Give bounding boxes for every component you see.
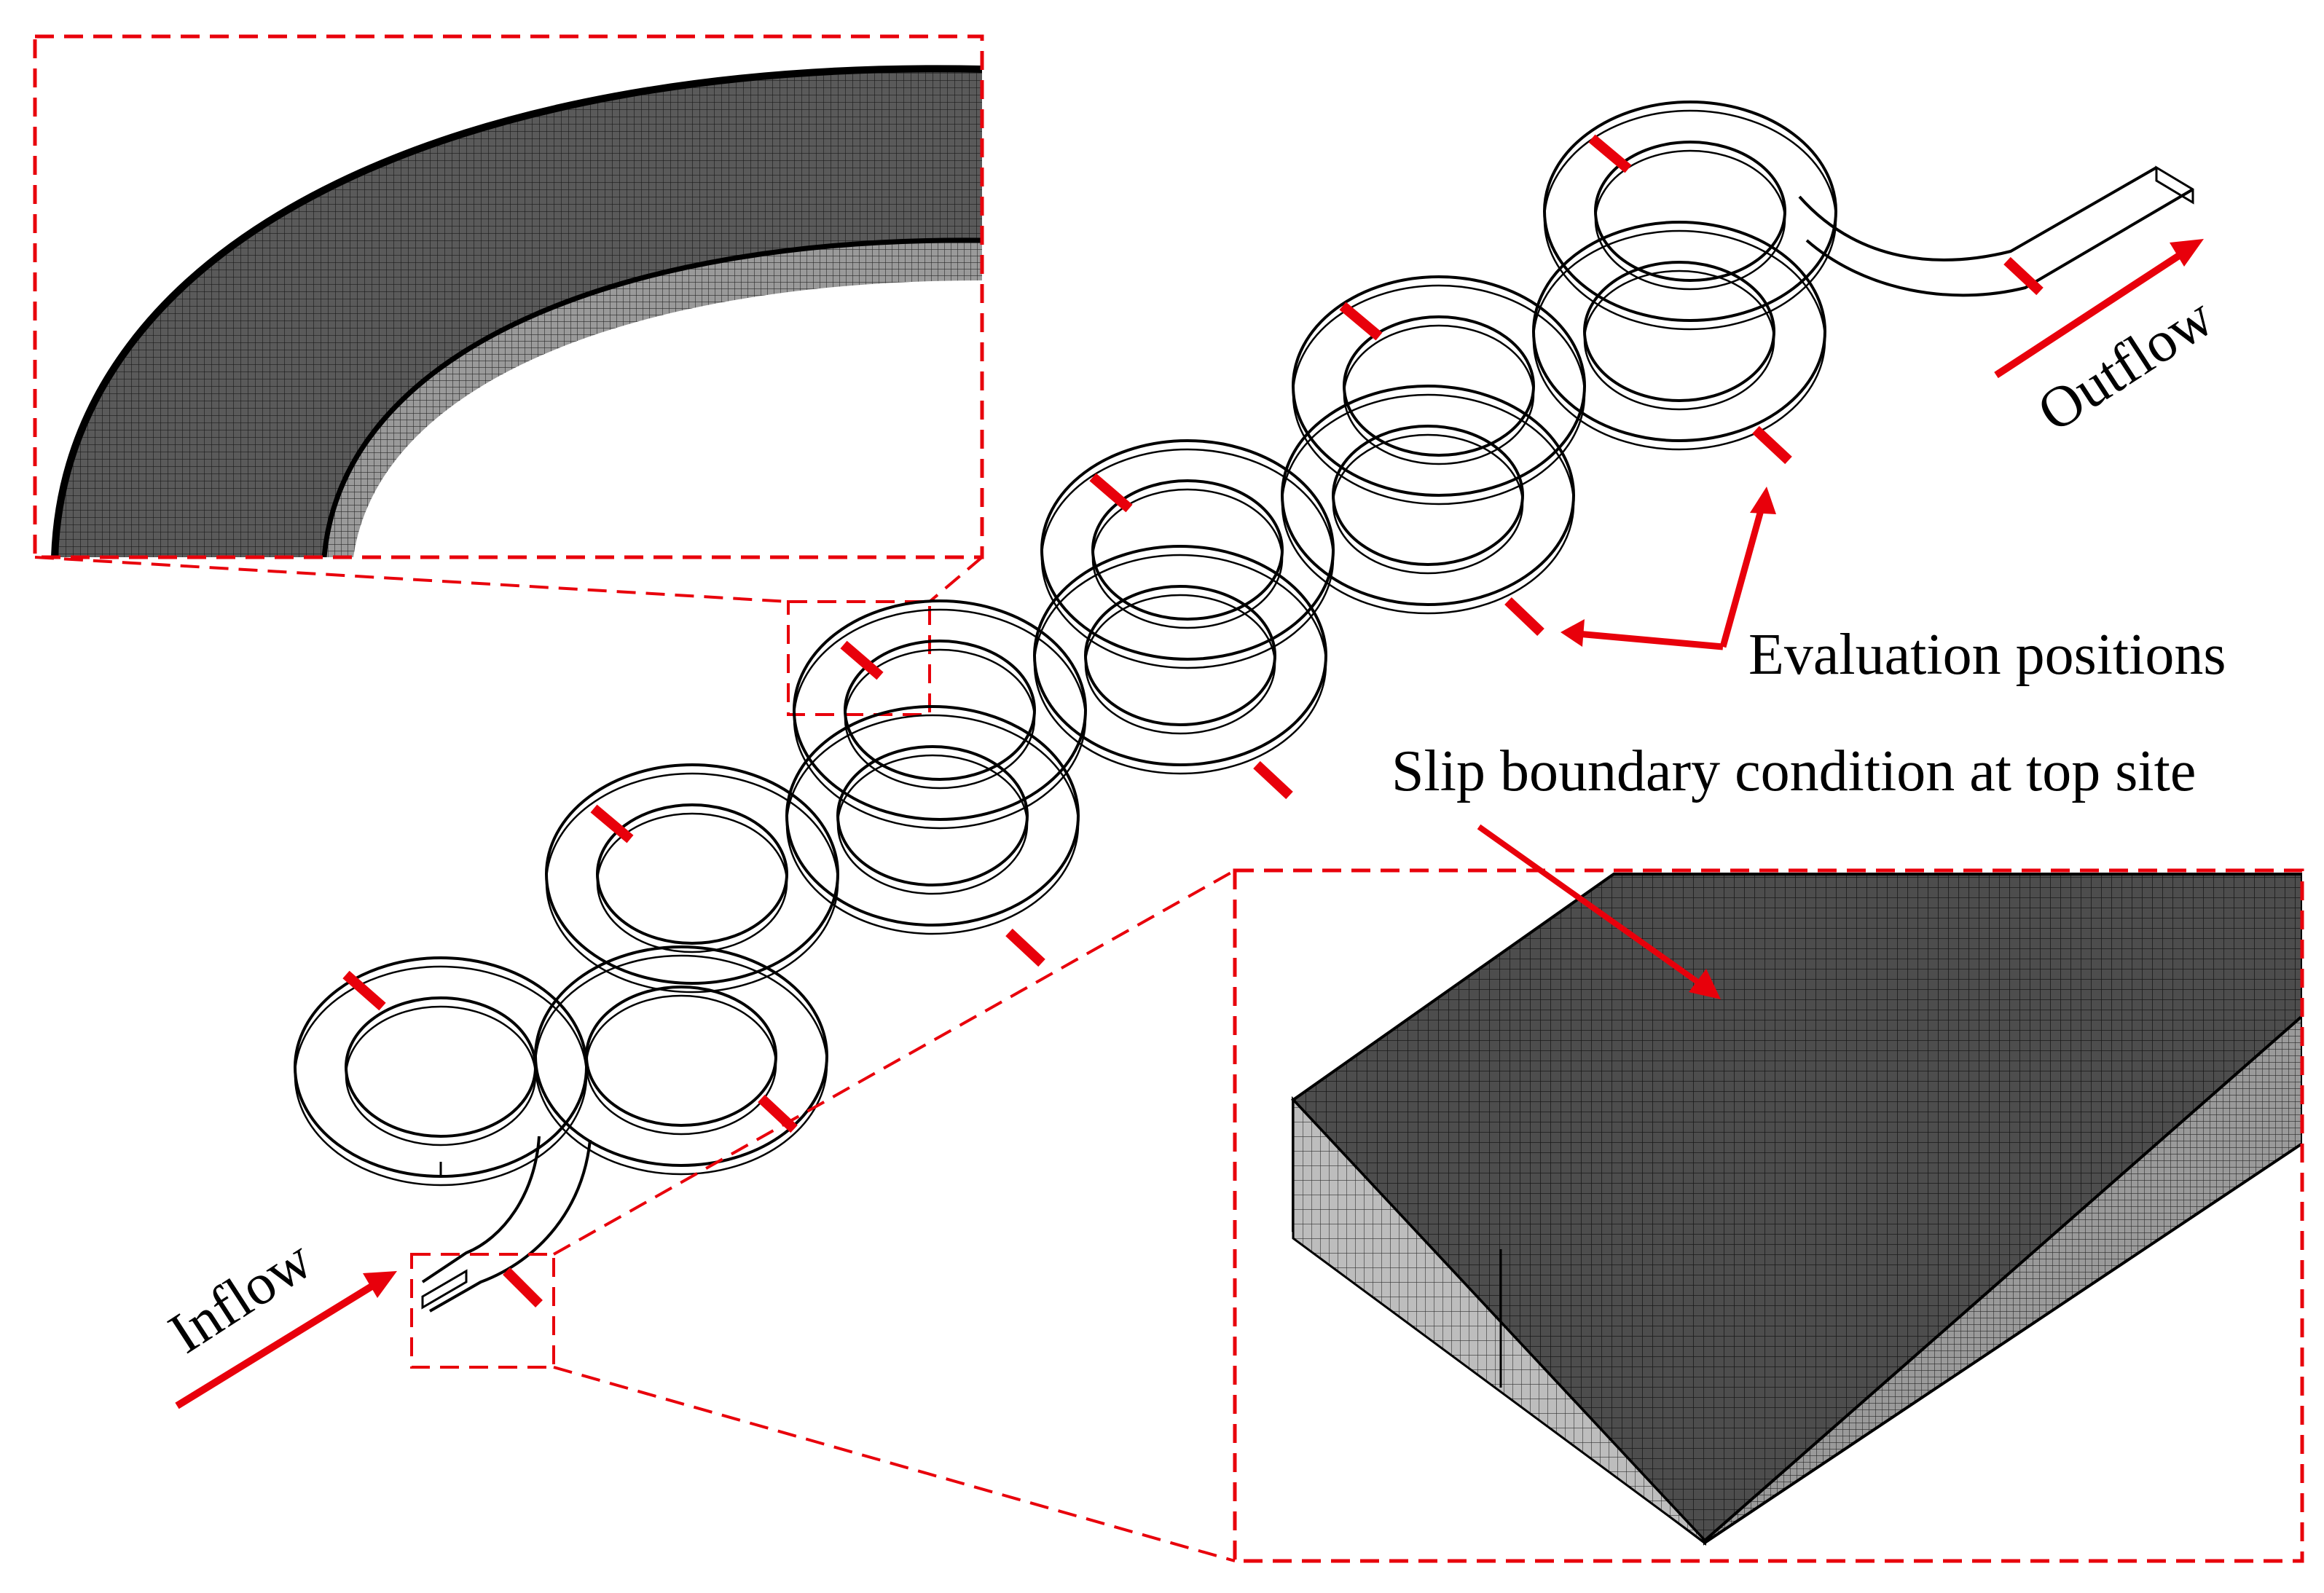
inset-frame-bottom-right (1233, 868, 2304, 1563)
evaluation-arrows (1561, 487, 1776, 650)
slip-arrow (1477, 824, 1721, 999)
outflow-label: Outflow (2027, 285, 2225, 444)
inflow-arrow (175, 1271, 397, 1409)
slip-boundary-label: Slip boundary condition at top site (1391, 739, 2196, 803)
inset-connectors-bottom (553, 869, 1236, 1562)
inset-frame-top-left (33, 34, 984, 559)
block-mesh-inset (1233, 868, 2304, 1563)
evaluation-markers (342, 134, 2044, 1307)
source-box-curve (787, 600, 931, 716)
evaluation-positions-label: Evaluation positions (1748, 623, 2226, 687)
source-box-inlet (410, 1253, 555, 1369)
inflow-label: Inflow (158, 1227, 323, 1366)
inset-connectors-top (34, 556, 984, 603)
outflow-arrow (1994, 239, 2204, 379)
serpentine-channel (294, 101, 2194, 1313)
curved-mesh-inset (33, 34, 984, 559)
